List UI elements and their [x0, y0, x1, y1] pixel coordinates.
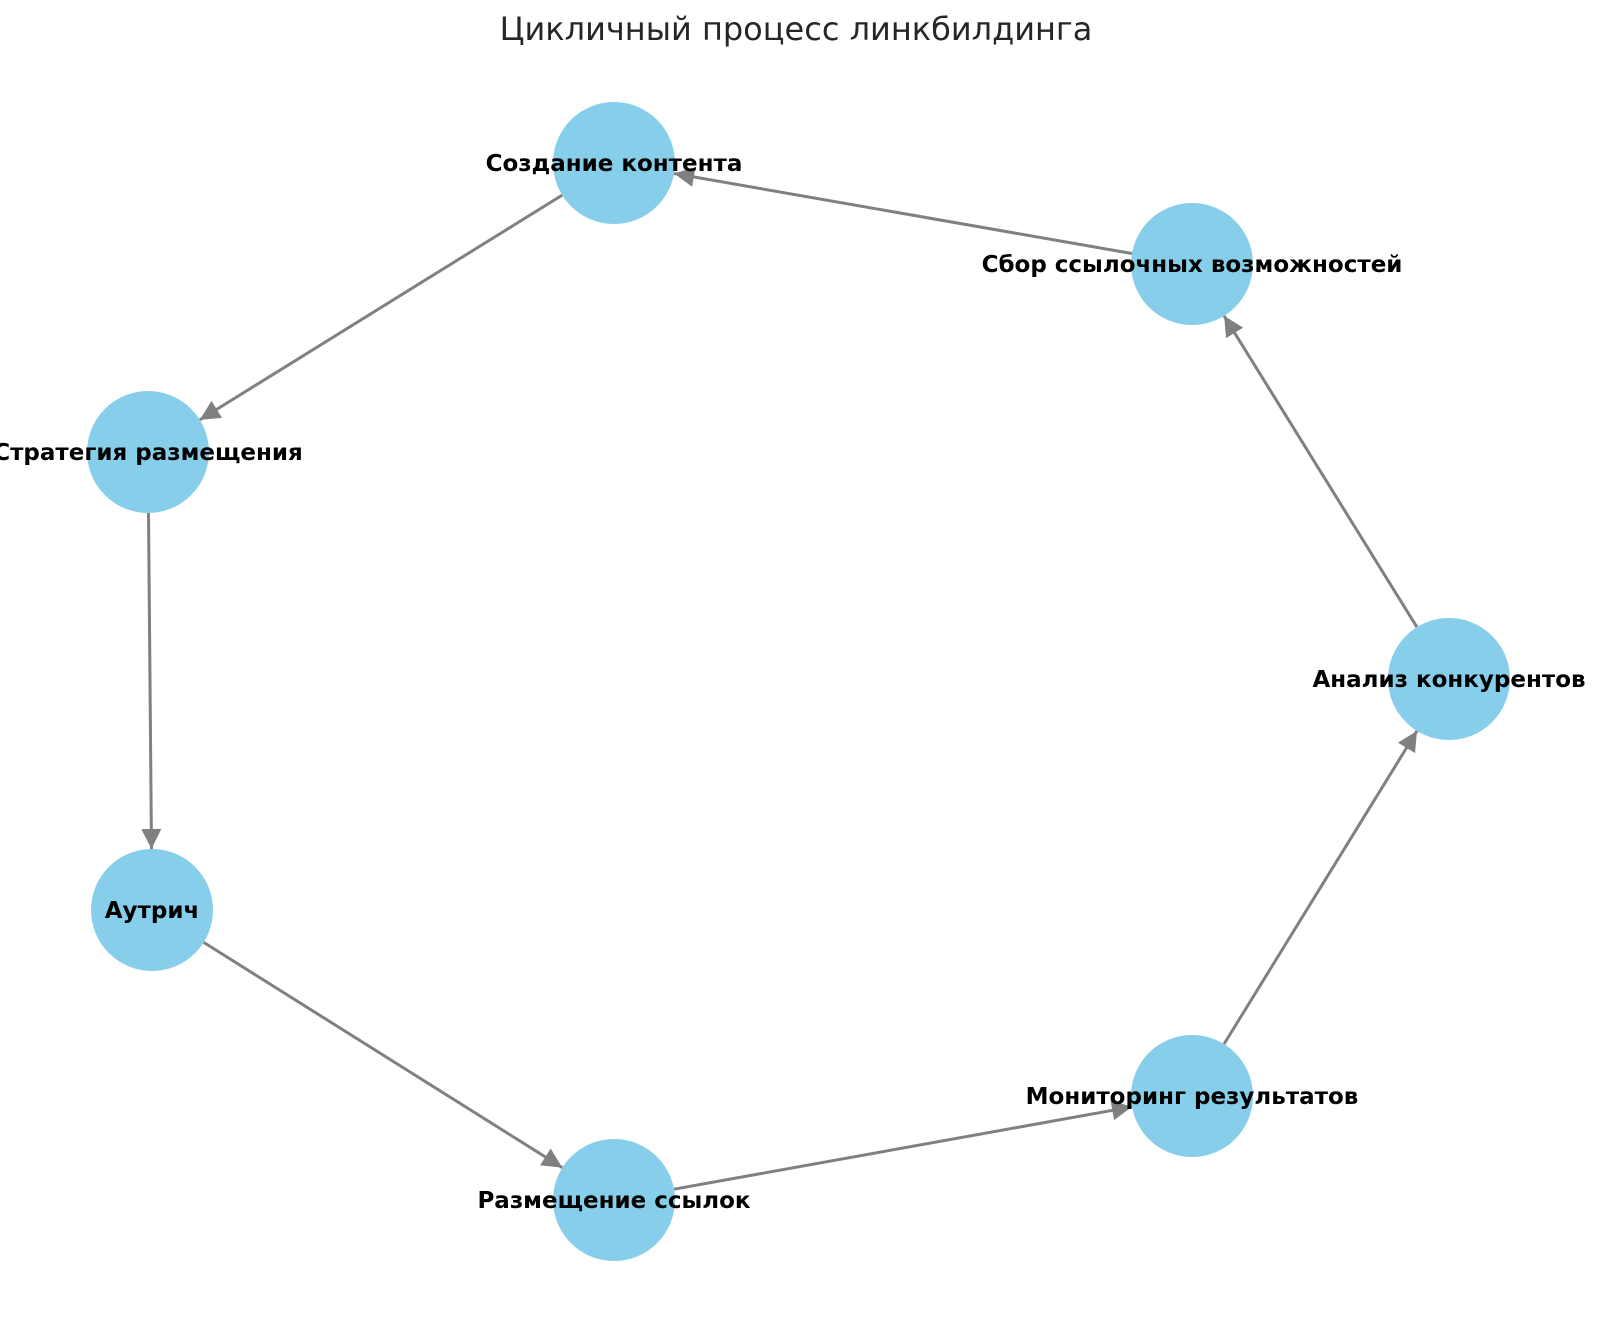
edge-competitor-analysis-to-link-opportunities: [1222, 315, 1419, 628]
node-outreach: [91, 849, 213, 971]
edges-layer: [141, 167, 1419, 1191]
node-link-opportunities: [1131, 203, 1253, 325]
node-placement-strategy: [87, 391, 209, 513]
edge-results-monitoring-to-competitor-analysis: [1222, 730, 1419, 1045]
node-competitor-analysis: [1388, 618, 1510, 740]
node-label-outreach: Аутрич: [105, 898, 200, 924]
edge-placement-strategy-to-outreach: [141, 512, 162, 850]
node-label-link-placement: Размещение ссылок: [477, 1188, 750, 1214]
node-label-content-creation: Создание контента: [486, 151, 743, 177]
edge-content-creation-to-placement-strategy: [199, 193, 563, 422]
node-label-competitor-analysis: Анализ конкурентов: [1312, 667, 1585, 693]
edge-outreach-to-link-placement: [202, 941, 564, 1169]
node-label-results-monitoring: Мониторинг результатов: [1026, 1084, 1359, 1110]
diagram-title: Цикличный процесс линкбилдинга: [499, 10, 1093, 48]
edge-link-placement-to-results-monitoring: [673, 1100, 1133, 1191]
node-link-placement: [553, 1139, 675, 1261]
node-content-creation: [553, 102, 675, 224]
node-results-monitoring: [1131, 1035, 1253, 1157]
nodes-layer: [87, 102, 1510, 1261]
node-label-placement-strategy: Стратегия размещения: [0, 440, 303, 466]
edge-link-opportunities-to-content-creation: [673, 167, 1133, 255]
node-label-link-opportunities: Сбор ссылочных возможностей: [982, 252, 1403, 278]
